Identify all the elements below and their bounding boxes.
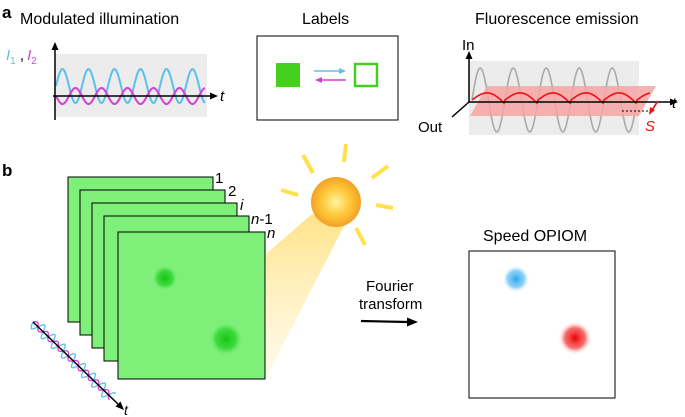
frame-label-1: 1 — [215, 170, 223, 187]
time-axis-line — [32, 321, 120, 406]
image-stack — [67, 176, 266, 380]
illumination-plot-background — [55, 54, 207, 117]
fluorescent-spot-large — [209, 322, 243, 356]
out-of-phase-wave — [471, 92, 651, 105]
result-image-box — [468, 250, 616, 399]
legend-i1-sub: 1 — [10, 56, 16, 67]
in-axis-arrowhead — [465, 51, 473, 59]
fluorescent-spot-small — [152, 265, 178, 291]
illumination-t-label: t — [220, 88, 225, 105]
frame-label-2: 2 — [228, 183, 236, 200]
s-vector-arrowhead — [649, 107, 655, 115]
illumination-y-axis-arrowhead — [51, 42, 59, 50]
panel-a-letter: a — [2, 3, 12, 22]
time-axis-label: t — [124, 402, 129, 417]
out-axis-label: Out — [418, 119, 443, 136]
fourier-label-line1: Fourier — [366, 278, 414, 295]
fluorescence-emission-subpanel: Fluorescence emission In t Out S — [418, 11, 678, 136]
emission-title: Fluorescence emission — [475, 11, 639, 28]
sun-ray — [375, 203, 394, 210]
sun-ray — [370, 164, 390, 180]
frame-label-n: n — [267, 225, 275, 242]
sun-ray — [342, 143, 348, 163]
time-axis-arrowhead — [115, 401, 124, 410]
panel-b-letter: b — [2, 161, 12, 180]
label-arrow-forward-head — [339, 68, 346, 74]
label-arrow-back-head — [315, 77, 322, 83]
out-axis — [451, 101, 470, 118]
labels-title: Labels — [302, 11, 349, 28]
speed-opiom-result: Speed OPIOM — [468, 228, 616, 399]
fourier-arrow — [360, 319, 409, 324]
legend-i2-sub: 2 — [31, 56, 37, 67]
s-vector — [651, 100, 659, 111]
sun-ray — [354, 227, 367, 246]
in-axis-label: In — [462, 37, 475, 54]
sun-ray — [301, 154, 315, 174]
legend-comma: , — [16, 47, 24, 64]
fourier-label-line2: transform — [359, 296, 422, 313]
legend-i1: I — [6, 47, 10, 64]
labels-subpanel: Labels — [256, 11, 399, 121]
sun-ray — [280, 188, 299, 197]
s-label: S — [645, 118, 655, 135]
sun-disc — [311, 177, 361, 227]
out-of-phase-plane — [470, 86, 656, 116]
fourier-arrowhead — [407, 317, 418, 327]
emission-t-axis-arrowhead — [670, 98, 678, 106]
red-spot — [558, 321, 592, 355]
illumination-wave-i1 — [55, 68, 206, 104]
blue-spot — [502, 265, 530, 293]
illumination-wave-i2 — [55, 87, 206, 105]
time-modulation-axis: t — [30, 321, 129, 417]
modulated-illumination-subpanel: Modulated illumination t I1 ,I2 — [6, 11, 225, 120]
frame-label-i: i — [240, 197, 244, 214]
illumination-title: Modulated illumination — [20, 11, 179, 28]
legend-i2: I — [27, 47, 31, 64]
label-outline-square — [353, 62, 379, 88]
result-title: Speed OPIOM — [483, 228, 587, 245]
sun-icon — [280, 143, 394, 246]
illumination-legend: I1 ,I2 — [6, 47, 37, 67]
emission-t-label: t — [672, 95, 677, 112]
light-beam — [266, 214, 346, 378]
frame-label-n-minus-1: n-1 — [251, 211, 273, 228]
illumination-t-axis-arrowhead — [210, 92, 218, 100]
image-frame-front — [117, 231, 266, 380]
label-filled-square — [276, 63, 300, 87]
